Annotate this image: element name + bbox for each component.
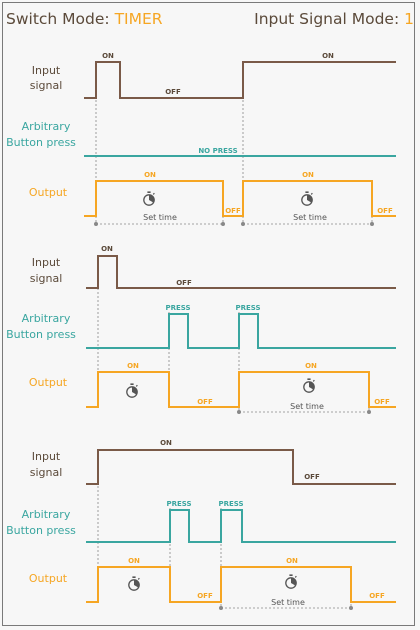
input-label-2: signal [30, 272, 63, 285]
input-signal-waveform [86, 449, 396, 485]
span-marker [241, 222, 245, 226]
state-press: PRESS [218, 500, 243, 508]
span-marker [367, 410, 371, 414]
panel-3: Input signal Arbitrary Button press Outp… [6, 439, 396, 610]
span-marker [221, 222, 225, 226]
state-on: ON [127, 362, 139, 370]
span-marker [349, 606, 353, 610]
set-time-label: Set time [293, 213, 327, 222]
diagram-header: Switch Mode: TIMER Input Signal Mode: 1 [6, 10, 416, 38]
state-off: OFF [374, 398, 390, 406]
input-mode-label: Input Signal Mode: [254, 10, 400, 28]
state-on: ON [305, 362, 317, 370]
button-waveform [86, 509, 396, 543]
timer-icon [143, 190, 156, 206]
button-label-2: Button press [6, 136, 76, 149]
state-off: OFF [165, 88, 181, 96]
input-label-2: signal [30, 466, 63, 479]
state-on: ON [128, 557, 140, 565]
state-on: ON [102, 52, 114, 60]
state-press: PRESS [165, 304, 190, 312]
button-label-1: Arbitrary [22, 312, 71, 325]
span-marker [237, 410, 241, 414]
input-label-2: signal [30, 79, 63, 92]
state-off: OFF [197, 398, 213, 406]
timer-icon [126, 382, 139, 398]
span-marker [94, 222, 98, 226]
span-marker [370, 222, 374, 226]
input-mode-title: Input Signal Mode: 1 [254, 10, 414, 28]
switch-mode-title: Switch Mode: TIMER [6, 10, 163, 28]
state-on: ON [322, 52, 334, 60]
set-time-label: Set time [290, 402, 324, 411]
set-time-label: Set time [143, 213, 177, 222]
state-press: PRESS [166, 500, 191, 508]
state-on: ON [144, 171, 156, 179]
switch-mode-value: TIMER [114, 10, 163, 28]
switch-mode-label: Switch Mode: [6, 10, 110, 28]
output-label: Output [29, 572, 68, 585]
state-on: ON [302, 171, 314, 179]
input-label-1: Input [32, 64, 61, 77]
state-no-press: NO PRESS [198, 147, 237, 155]
state-off: OFF [176, 279, 192, 287]
panel-1: Input signal Arbitrary Button press Outp… [6, 52, 396, 226]
input-signal-waveform [84, 61, 396, 99]
state-off: OFF [369, 592, 385, 600]
button-label-2: Button press [6, 328, 76, 341]
state-on: ON [286, 557, 298, 565]
output-waveform [86, 371, 396, 408]
input-signal-waveform [86, 255, 396, 289]
output-label: Output [29, 376, 68, 389]
input-mode-value: 1 [404, 10, 414, 28]
timer-icon [303, 377, 316, 393]
state-press: PRESS [235, 304, 260, 312]
output-label: Output [29, 186, 68, 199]
button-label-1: Arbitrary [22, 508, 71, 521]
output-waveform [84, 180, 396, 217]
timer-icon [285, 573, 298, 589]
input-label-1: Input [32, 450, 61, 463]
span-marker [219, 606, 223, 610]
button-label-1: Arbitrary [22, 120, 71, 133]
output-waveform [86, 566, 396, 603]
panel-2: Input signal Arbitrary Button press Outp… [6, 245, 396, 414]
timer-icon [301, 190, 314, 206]
state-on: ON [101, 245, 113, 253]
state-off: OFF [304, 473, 320, 481]
state-off: OFF [197, 592, 213, 600]
state-off: OFF [225, 207, 241, 215]
state-off: OFF [377, 207, 393, 215]
state-on: ON [160, 439, 172, 447]
button-waveform [86, 313, 396, 349]
set-time-label: Set time [271, 598, 305, 607]
timer-icon [128, 575, 141, 591]
button-label-2: Button press [6, 524, 76, 537]
input-label-1: Input [32, 256, 61, 269]
diagram-frame [2, 2, 415, 626]
